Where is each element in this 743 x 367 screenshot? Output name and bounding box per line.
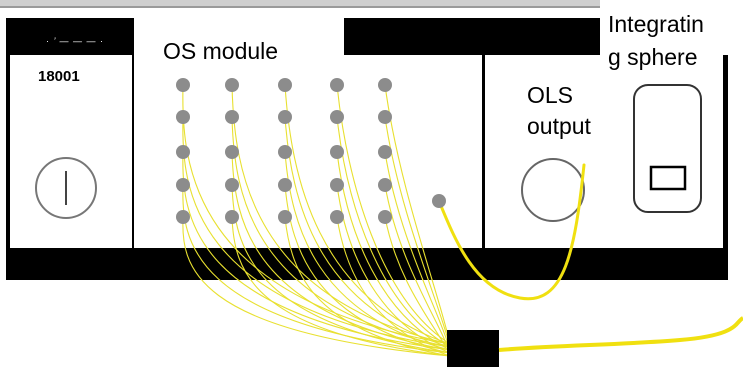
fiber-port	[330, 210, 344, 224]
fiber-port	[225, 145, 239, 159]
ols-fiber	[437, 163, 586, 301]
fiber	[231, 216, 451, 357]
is-panel-top-white	[600, 0, 743, 55]
fiber-port	[330, 78, 344, 92]
fiber-port	[176, 110, 190, 124]
os-module-panel	[134, 55, 482, 248]
fiber-port	[225, 110, 239, 124]
fiber-port	[378, 145, 392, 159]
power-switch-icon	[35, 157, 97, 219]
fiber	[336, 216, 451, 357]
fiber-port	[278, 178, 292, 192]
port-grid	[176, 78, 392, 224]
unit-id-label: 18001	[38, 68, 80, 85]
fiber	[384, 184, 451, 354]
is-label-line2: g sphere	[608, 44, 698, 70]
fiber	[336, 84, 451, 345]
output-fiber	[498, 316, 743, 352]
fiber-port	[378, 178, 392, 192]
fiber-connector-icon	[447, 330, 499, 367]
fiber-port	[278, 210, 292, 224]
fiber-port	[225, 178, 239, 192]
fiber-port	[330, 110, 344, 124]
ols-output-port-icon	[521, 158, 585, 222]
os-module-label: OS module	[157, 40, 285, 63]
fiber-port	[278, 145, 292, 159]
fiber-port	[225, 210, 239, 224]
fiber	[336, 184, 451, 354]
integrating-sphere-icon	[633, 84, 702, 213]
fiber-port	[176, 178, 190, 192]
fiber	[182, 216, 451, 357]
fiber-port	[378, 210, 392, 224]
brand-mark: · ’ — — — ·	[46, 36, 104, 46]
fiber-port	[176, 78, 190, 92]
ols-output-label: OLS output	[527, 80, 591, 142]
fiber-port	[378, 110, 392, 124]
fiber-port	[330, 145, 344, 159]
fiber	[182, 184, 451, 354]
ols-fiber-port	[432, 194, 446, 208]
fiber-port	[378, 78, 392, 92]
fiber-port	[278, 78, 292, 92]
integrating-sphere-label: Integratin g sphere	[608, 8, 704, 74]
ols-label-line1: OLS	[527, 82, 574, 108]
fiber-port	[278, 110, 292, 124]
fiber-port	[176, 210, 190, 224]
fiber	[284, 216, 451, 357]
top-edge-line	[0, 6, 743, 8]
is-label-line1: Integratin	[608, 11, 704, 37]
fiber-port	[176, 145, 190, 159]
fiber-port	[225, 78, 239, 92]
fiber	[384, 216, 451, 357]
ols-label-line2: output	[527, 113, 591, 139]
fiber	[384, 84, 451, 345]
fiber	[231, 184, 451, 354]
fiber-port	[330, 178, 344, 192]
top-edge	[0, 0, 743, 6]
